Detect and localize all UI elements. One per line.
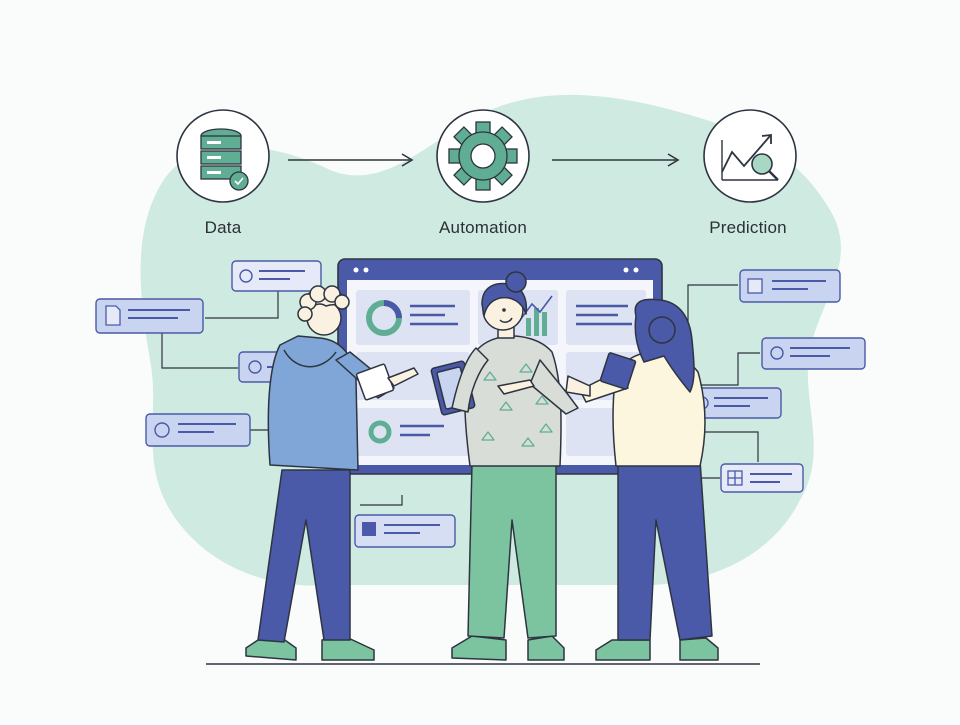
step-label-data: Data	[204, 218, 242, 237]
step-label-prediction: Prediction	[709, 218, 787, 237]
floating-card-left-4	[145, 413, 251, 447]
database-icon	[176, 109, 270, 203]
trend-magnifier-icon	[703, 109, 797, 203]
floating-card-right-4	[720, 463, 804, 493]
gear-icon	[436, 109, 530, 203]
flow-arrow-1	[288, 153, 414, 167]
floating-card-right-3	[689, 387, 782, 419]
floating-card-right-2	[761, 337, 866, 370]
floating-card-left-2	[95, 298, 204, 334]
person-left	[245, 285, 419, 661]
person-middle	[430, 271, 579, 661]
floating-card-left-1	[231, 260, 322, 292]
connector-lines	[161, 276, 760, 520]
person-right	[565, 298, 719, 661]
floating-card-left-5	[354, 514, 456, 548]
step-label-automation: Automation	[439, 218, 527, 237]
floating-card-right-1	[739, 269, 841, 303]
flow-arrow-2	[552, 153, 680, 167]
